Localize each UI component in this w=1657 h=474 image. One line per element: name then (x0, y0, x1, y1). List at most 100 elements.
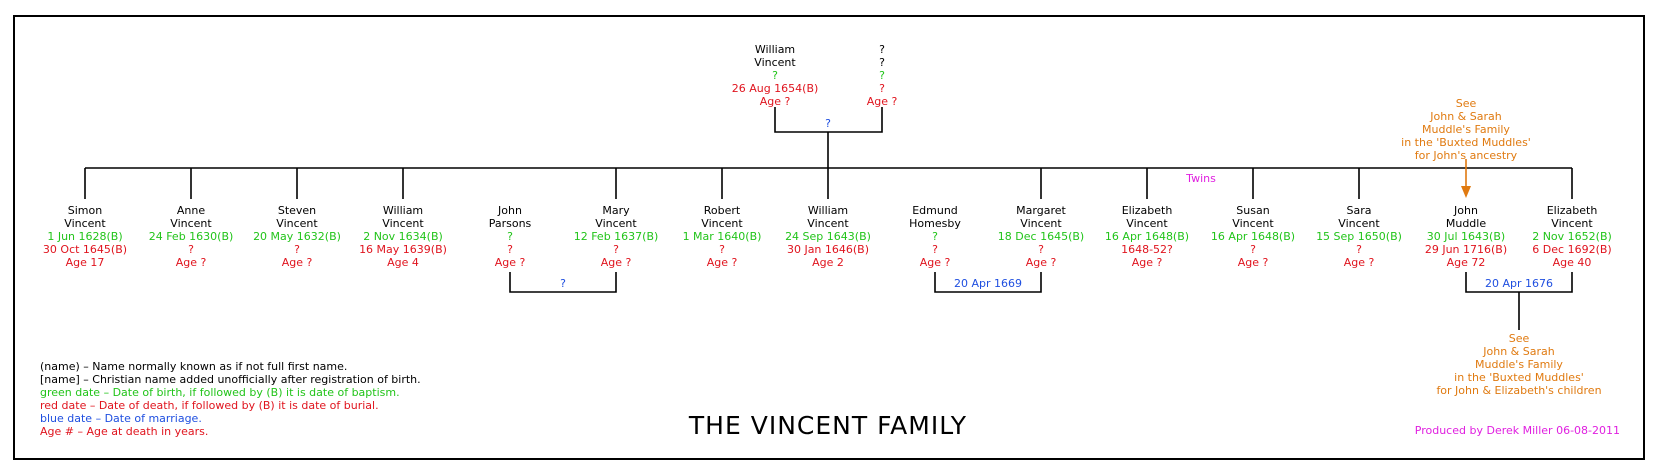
legend-line: blue date – Date of marriage. (40, 412, 202, 425)
person-name-first: Elizabeth (1122, 204, 1173, 217)
person-john-parsons: John Parsons ? ? Age ? (489, 204, 532, 269)
person-name-first: Edmund (912, 204, 958, 217)
person-age: Age ? (601, 256, 632, 269)
person-died: ? (507, 243, 513, 256)
ancestry-arrow-head (1461, 186, 1471, 198)
person-died: 6 Dec 1692(B) (1532, 243, 1611, 256)
person-name-last: Vincent (1126, 217, 1168, 230)
person-born: 18 Dec 1645(B) (998, 230, 1084, 243)
person-name-last: Vincent (701, 217, 743, 230)
person-born: 20 May 1632(B) (253, 230, 341, 243)
person-born: 24 Feb 1630(B) (149, 230, 234, 243)
person-sara: Sara Vincent 15 Sep 1650(B) ? Age ? (1316, 204, 1402, 269)
person-elizabeth: Elizabeth Vincent 16 Apr 1648(B) 1648-52… (1105, 204, 1189, 269)
father-died: 26 Aug 1654(B) (732, 82, 819, 95)
person-name-last: Vincent (1338, 217, 1380, 230)
parents-marriage-date: ? (825, 117, 831, 130)
person-edmund-homesby: Edmund Homesby ? ? Age ? (909, 204, 961, 269)
parent-father: William Vincent ? 26 Aug 1654(B) Age ? (732, 43, 819, 108)
note-line: for John & Elizabeth's children (1436, 384, 1601, 397)
person-name-first: Susan (1236, 204, 1269, 217)
person-age: Age ? (1132, 256, 1163, 269)
person-name-first: Robert (704, 204, 741, 217)
person-born: 16 Apr 1648(B) (1105, 230, 1189, 243)
person-age: Age ? (1026, 256, 1057, 269)
parent-mother: ? ? ? ? Age ? (867, 43, 898, 108)
person-name-last: Vincent (382, 217, 424, 230)
person-age: Age ? (282, 256, 313, 269)
note-line: Muddle's Family (1475, 358, 1563, 371)
note-line: in the 'Buxted Muddles' (1401, 136, 1531, 149)
person-name-first: William (383, 204, 423, 217)
person-name-first: William (808, 204, 848, 217)
mother-died: ? (879, 82, 885, 95)
person-born: 30 Jul 1643(B) (1427, 230, 1505, 243)
note-line: John & Sarah (1482, 345, 1554, 358)
person-age: Age ? (707, 256, 738, 269)
person-died: 16 May 1639(B) (359, 243, 447, 256)
father-name-first: William (755, 43, 795, 56)
person-anne: Anne Vincent 24 Feb 1630(B) ? Age ? (149, 204, 234, 269)
parsons-vincent-marriage-line (509, 272, 617, 293)
father-name-last: Vincent (754, 56, 796, 69)
homesby-vincent-marriage-line (934, 272, 1042, 293)
person-age: Age 2 (812, 256, 844, 269)
person-died: 29 Jun 1716(B) (1425, 243, 1507, 256)
person-name-first: John (1453, 204, 1478, 217)
person-name-first: Anne (177, 204, 205, 217)
person-born: 12 Feb 1637(B) (574, 230, 659, 243)
person-name-first: Sara (1347, 204, 1372, 217)
person-born: ? (507, 230, 513, 243)
person-born: 2 Nov 1652(B) (1532, 230, 1612, 243)
person-name-last: Vincent (1551, 217, 1593, 230)
muddle-vincent-marriage-date: 20 Apr 1676 (1485, 277, 1553, 290)
person-name-first: Elizabeth (1547, 204, 1598, 217)
person-name-last: Homesby (909, 217, 961, 230)
person-john-muddle: John Muddle 30 Jul 1643(B) 29 Jun 1716(B… (1425, 204, 1507, 269)
person-born: 1 Mar 1640(B) (683, 230, 762, 243)
person-name-last: Vincent (276, 217, 318, 230)
person-name-last: Muddle (1446, 217, 1486, 230)
note-line: in the 'Buxted Muddles' (1454, 371, 1584, 384)
mother-name-last: ? (879, 56, 885, 69)
person-died: ? (932, 243, 938, 256)
person-died: ? (613, 243, 619, 256)
note-line: for John's ancestry (1415, 149, 1518, 162)
person-died: ? (188, 243, 194, 256)
homesby-vincent-marriage-date: 20 Apr 1669 (954, 277, 1022, 290)
person-robert: Robert Vincent 1 Mar 1640(B) ? Age ? (683, 204, 762, 269)
children-note: See John & Sarah Muddle's Family in the … (1436, 332, 1601, 397)
person-age: Age ? (1238, 256, 1269, 269)
person-born: ? (932, 230, 938, 243)
person-age: Age ? (176, 256, 207, 269)
person-died: ? (1038, 243, 1044, 256)
mother-name-first: ? (879, 43, 885, 56)
person-mary: Mary Vincent 12 Feb 1637(B) ? Age ? (574, 204, 659, 269)
person-born: 2 Nov 1634(B) (363, 230, 443, 243)
mother-born: ? (879, 69, 885, 82)
person-name-last: Vincent (170, 217, 212, 230)
person-name-last: Vincent (807, 217, 849, 230)
person-name-last: Vincent (1020, 217, 1062, 230)
legend-line: [name] – Christian name added unofficial… (40, 373, 421, 386)
person-name-last: Vincent (1232, 217, 1274, 230)
person-age: Age 4 (387, 256, 419, 269)
ancestry-note: See John & Sarah Muddle's Family in the … (1401, 97, 1531, 162)
tree-lines (84, 107, 1573, 330)
person-died: 30 Oct 1645(B) (43, 243, 127, 256)
person-steven: Steven Vincent 20 May 1632(B) ? Age ? (253, 204, 341, 269)
father-born: ? (772, 69, 778, 82)
person-died: 30 Jan 1646(B) (787, 243, 869, 256)
legend-line: (name) – Name normally known as if not f… (40, 360, 347, 373)
diagram-frame (13, 15, 1645, 460)
credit-text: Produced by Derek Miller 06-08-2011 (1415, 424, 1620, 437)
legend-line: red date – Date of death, if followed by… (40, 399, 379, 412)
legend-line: Age # – Age at death in years. (40, 425, 208, 438)
diagram-title: THE VINCENT FAMILY (688, 411, 967, 440)
father-age: Age ? (760, 95, 791, 108)
person-born: 15 Sep 1650(B) (1316, 230, 1402, 243)
person-elizabeth2: Elizabeth Vincent 2 Nov 1652(B) 6 Dec 16… (1532, 204, 1612, 269)
person-name-last: Vincent (595, 217, 637, 230)
note-line: See (1456, 97, 1477, 110)
person-name-first: John (497, 204, 522, 217)
